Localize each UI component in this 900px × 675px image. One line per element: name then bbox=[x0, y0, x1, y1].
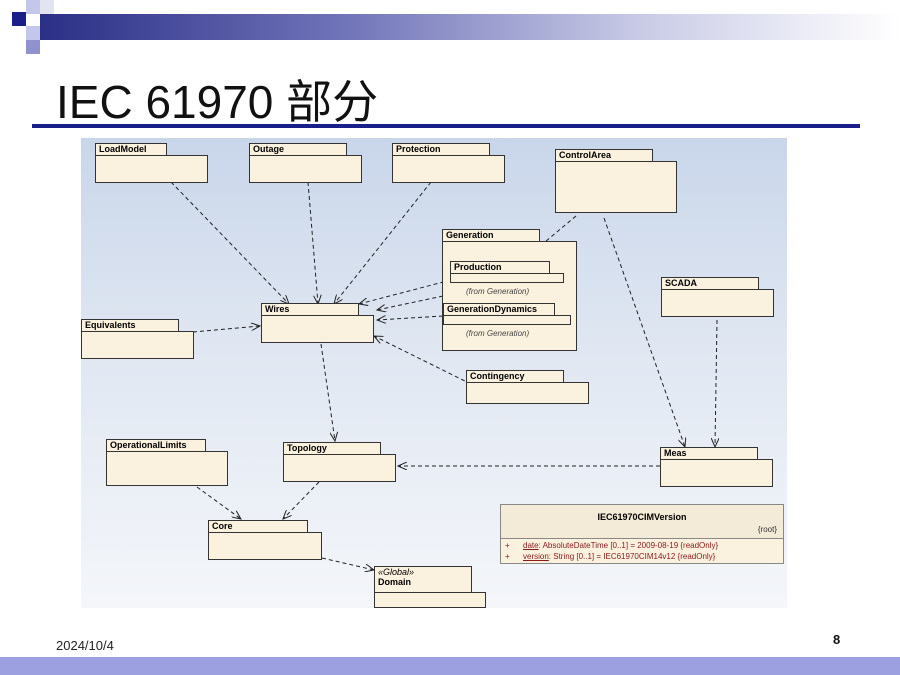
footer-bar bbox=[0, 657, 900, 675]
decor-square bbox=[26, 0, 40, 14]
package-protection: Protection bbox=[392, 143, 505, 183]
arrow-controlarea-meas bbox=[603, 217, 685, 447]
package-equivalents: Equivalents bbox=[81, 319, 194, 359]
package-topology: Topology bbox=[283, 442, 396, 482]
package-controlarea: ControlArea bbox=[555, 149, 677, 213]
arrow-generationdynamics-wires bbox=[377, 316, 444, 320]
package-operationallimits: OperationalLimits bbox=[106, 439, 228, 486]
arrow-topology-core bbox=[283, 481, 320, 519]
slide-title: IEC 61970 部分 bbox=[56, 76, 379, 128]
decor-square bbox=[40, 0, 54, 14]
package-scada: SCADA bbox=[661, 277, 774, 317]
package-core: Core bbox=[208, 520, 322, 560]
title-underline bbox=[32, 124, 860, 128]
package-loadmodel: LoadModel bbox=[95, 143, 208, 183]
package-outage: Outage bbox=[249, 143, 362, 183]
arrow-core-domain bbox=[321, 557, 374, 570]
attribute-version: +version: String [0..1] = IEC61970CIM14v… bbox=[505, 552, 716, 561]
arrow-wires-topology bbox=[320, 343, 335, 441]
class-iec61970cimversion: IEC61970CIMVersion {root} +date: Absolut… bbox=[500, 504, 784, 564]
package-wires: Wires bbox=[261, 303, 374, 343]
production-from-note: (from Generation) bbox=[466, 287, 530, 296]
package-contingency: Contingency bbox=[466, 370, 589, 404]
package-generationdynamics: GenerationDynamics bbox=[443, 303, 571, 325]
arrow-equivalents-wires bbox=[192, 326, 260, 333]
page-number: 8 bbox=[833, 632, 841, 647]
package-domain: «Global» Domain bbox=[374, 566, 486, 608]
arrow-outage-wires bbox=[307, 181, 318, 304]
decor-square bbox=[12, 26, 26, 40]
arrow-generation-wires bbox=[377, 295, 444, 310]
decor-square bbox=[26, 40, 40, 54]
package-production: Production bbox=[450, 261, 564, 283]
generationdynamics-from-note: (from Generation) bbox=[466, 329, 530, 338]
uml-package-diagram: LoadModel Outage Protection ControlArea … bbox=[81, 138, 787, 608]
arrow-scada-meas bbox=[715, 319, 717, 447]
domain-stereotype: «Global» bbox=[378, 567, 415, 577]
class-name: IEC61970CIMVersion bbox=[597, 512, 687, 522]
package-generation: Generation bbox=[442, 229, 577, 351]
attribute-date: +date: AbsoluteDateTime [0..1] = 2009-08… bbox=[505, 541, 719, 550]
slide-date: 2024/10/4 bbox=[56, 638, 114, 653]
header-gradient-bar bbox=[40, 14, 900, 40]
arrow-operationallimits-core bbox=[196, 486, 241, 519]
class-root-tag: {root} bbox=[757, 525, 777, 534]
arrow-production-wires bbox=[359, 279, 452, 304]
package-meas: Meas bbox=[660, 447, 773, 487]
arrow-loadmodel-wires bbox=[170, 181, 289, 304]
decor-square bbox=[26, 26, 40, 40]
domain-label: Domain bbox=[378, 577, 412, 587]
decor-square bbox=[12, 12, 26, 26]
arrow-protection-wires bbox=[334, 181, 432, 304]
